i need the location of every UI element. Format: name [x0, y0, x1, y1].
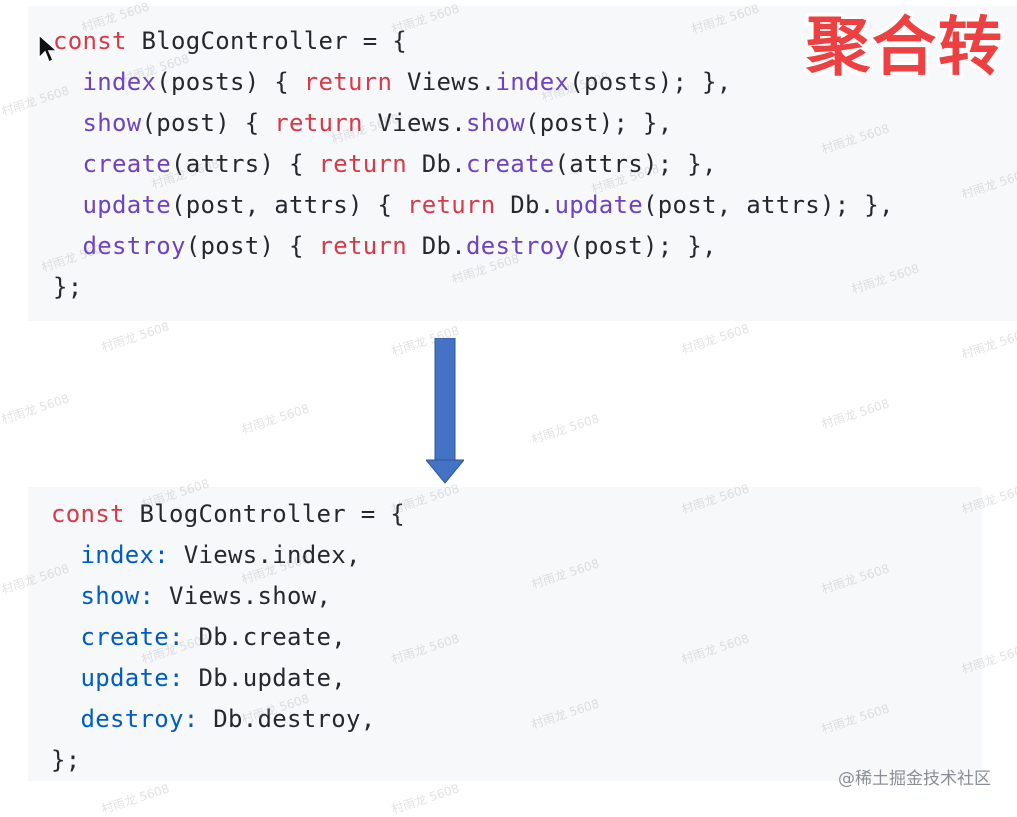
- code-token: (post, attrs); },: [643, 191, 894, 219]
- code-line: index(posts) { return Views.index(posts)…: [53, 67, 732, 97]
- property-token: show:: [80, 582, 155, 610]
- code-token: Db.: [495, 191, 555, 219]
- code-token: [53, 109, 83, 137]
- property-token: create:: [80, 623, 184, 651]
- code-token: [51, 623, 81, 651]
- function-token: update: [554, 191, 643, 219]
- code-token: Views.index,: [169, 541, 361, 569]
- code-token: (attrs); },: [554, 150, 717, 178]
- code-token: [53, 150, 83, 178]
- code-token: BlogController = {: [126, 27, 407, 55]
- code-line: update(post, attrs) { return Db.update(p…: [53, 190, 894, 220]
- after-code-block: const BlogController = { index: Views.in…: [28, 487, 982, 781]
- code-token: };: [53, 273, 83, 301]
- code-token: [51, 582, 81, 610]
- code-line: };: [51, 745, 81, 775]
- function-token: show: [82, 109, 142, 137]
- code-token: Views.: [362, 109, 466, 137]
- keyword-token: return: [318, 232, 407, 260]
- overlay-title: 聚合转: [806, 11, 1004, 85]
- code-token: [53, 191, 83, 219]
- code-token: Db.: [407, 232, 466, 260]
- code-line: index: Views.index,: [51, 540, 361, 570]
- function-token: index: [82, 68, 157, 96]
- code-token: Db.update,: [183, 664, 346, 692]
- property-token: index:: [80, 541, 169, 569]
- watermark-text: 村雨龙 5608: [959, 326, 1017, 362]
- code-token: Views.show,: [154, 582, 332, 610]
- code-token: [53, 232, 83, 260]
- function-token: show: [466, 109, 525, 137]
- code-line: show: Views.show,: [51, 581, 331, 611]
- code-token: (post) {: [185, 232, 319, 260]
- code-token: [51, 541, 81, 569]
- code-token: (posts) {: [156, 68, 304, 96]
- function-token: create: [466, 150, 555, 178]
- code-token: Db.destroy,: [198, 705, 376, 733]
- watermark-text: 村雨龙 5608: [99, 781, 171, 817]
- code-line: create: Db.create,: [51, 622, 346, 652]
- keyword-token: return: [303, 68, 393, 96]
- keyword-token: return: [274, 109, 363, 137]
- code-line: destroy: Db.destroy,: [51, 704, 376, 734]
- code-line: const BlogController = {: [53, 26, 407, 56]
- code-token: Views.: [392, 68, 496, 96]
- watermark-text: 村雨龙 5608: [529, 411, 601, 447]
- code-token: [51, 664, 81, 692]
- down-arrow-icon: [426, 338, 464, 484]
- code-line: update: Db.update,: [51, 663, 346, 693]
- code-token: [51, 705, 81, 733]
- keyword-token: return: [407, 191, 496, 219]
- function-token: index: [495, 68, 570, 96]
- code-token: BlogController = {: [124, 500, 405, 528]
- keyword-token: const: [51, 500, 125, 528]
- code-token: (posts); },: [569, 68, 732, 96]
- code-token: Db.create,: [183, 623, 346, 651]
- watermark-text: 村雨龙 5608: [389, 781, 461, 817]
- code-token: Db.: [407, 150, 466, 178]
- code-token: (attrs) {: [171, 150, 319, 178]
- keyword-token: return: [318, 150, 407, 178]
- code-line: };: [53, 272, 83, 302]
- function-token: destroy: [82, 232, 186, 260]
- watermark-text: 村雨龙 5608: [0, 391, 71, 427]
- code-token: (post, attrs) {: [171, 191, 407, 219]
- function-token: create: [82, 150, 171, 178]
- code-line: const BlogController = {: [51, 499, 405, 529]
- site-watermark: @稀土掘金技术社区: [838, 769, 991, 789]
- watermark-text: 村雨龙 5608: [819, 396, 891, 432]
- property-token: destroy:: [80, 705, 199, 733]
- function-token: update: [82, 191, 171, 219]
- code-line: destroy(post) { return Db.destroy(post);…: [53, 231, 717, 261]
- mouse-pointer-icon: [38, 34, 58, 64]
- property-token: update:: [80, 664, 184, 692]
- keyword-token: const: [53, 27, 127, 55]
- code-token: [53, 68, 83, 96]
- code-line: show(post) { return Views.show(post); },: [53, 108, 673, 138]
- code-token: (post) {: [141, 109, 275, 137]
- code-line: create(attrs) { return Db.create(attrs);…: [53, 149, 717, 179]
- function-token: destroy: [466, 232, 570, 260]
- watermark-text: 村雨龙 5608: [679, 321, 751, 357]
- watermark-text: 村雨龙 5608: [239, 401, 311, 437]
- code-token: (post); },: [569, 232, 717, 260]
- code-token: (post); },: [525, 109, 673, 137]
- before-code-block: const BlogController = { index(posts) { …: [28, 6, 1017, 321]
- watermark-text: 村雨龙 5608: [99, 319, 171, 355]
- code-token: };: [51, 746, 81, 774]
